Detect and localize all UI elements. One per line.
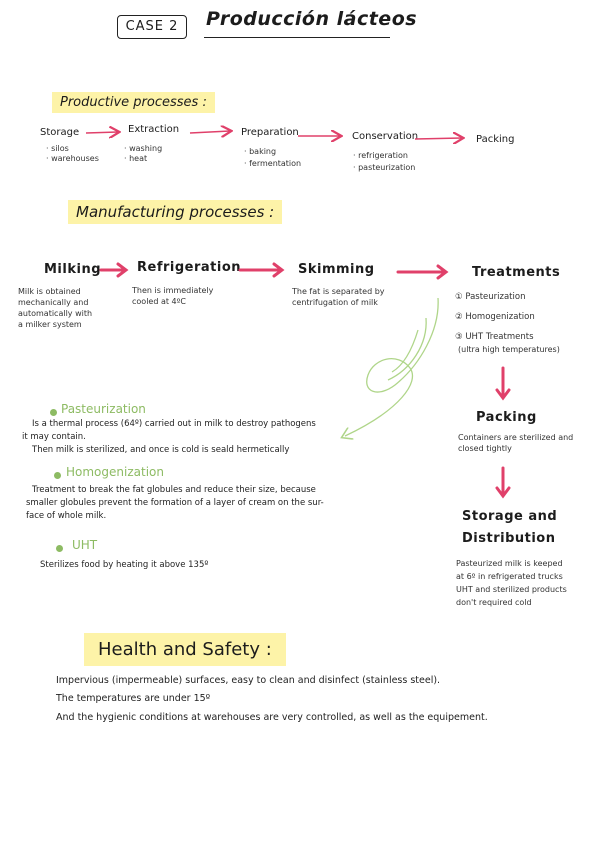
swirl-icon: [391, 329, 419, 373]
mfg-step-desc: Milk is obtained: [18, 287, 81, 296]
arrow-icon: [414, 138, 462, 139]
swirl-icon: [345, 297, 439, 436]
health-heading: Health and Safety :: [84, 633, 286, 666]
title-underline: [204, 37, 390, 38]
mfg-step-desc: closed tightly: [458, 444, 512, 453]
productive-step-conservation-item: · pasteurization: [353, 163, 416, 172]
health-line: And the hygienic conditions at warehouse…: [56, 712, 488, 723]
productive-step-packing: Packing: [476, 134, 515, 145]
health-line: The temperatures are under 15º: [56, 693, 211, 704]
manufacturing-arrows: [99, 262, 511, 499]
page-title: Producción lácteos: [206, 8, 418, 30]
productive-step-conservation: Conservation: [352, 131, 419, 142]
mfg-step-desc: Containers are sterilized and: [458, 433, 574, 442]
mfg-step-desc: cooled at 4ºC: [132, 297, 186, 306]
mfg-step-desc: a milker system: [18, 320, 82, 329]
productive-step-preparation: Preparation: [241, 127, 299, 138]
bullet-dot: [50, 409, 57, 416]
mfg-step-refrigeration: Refrigeration: [137, 260, 242, 275]
mfg-step-desc: automatically with: [18, 309, 93, 318]
arrow-icon: [189, 131, 230, 133]
mfg-step-desc: mechanically and: [18, 298, 89, 307]
pasteurization-heading: Pasteurization: [61, 402, 146, 416]
productive-step-conservation-item: · refrigeration: [353, 151, 408, 160]
mfg-step-desc: don't required cold: [456, 598, 532, 607]
productive-step-preparation-item: · baking: [244, 147, 277, 156]
treatment-item-note: (ultra high temperatures): [458, 345, 560, 354]
mfg-step-milking: Milking: [44, 262, 102, 277]
mfg-step-distribution: Distribution: [462, 531, 556, 546]
mfg-step-skimming: Skimming: [298, 262, 375, 277]
productive-step-storage-item: · warehouses: [46, 154, 99, 163]
productive-heading: Productive processes :: [52, 92, 215, 113]
mfg-step-storage: Storage and: [462, 509, 558, 524]
productive-step-extraction-item: · heat: [124, 154, 148, 163]
homogenization-heading: Homogenization: [66, 465, 164, 479]
manufacturing-heading: Manufacturing processes :: [68, 200, 283, 224]
case-label: CASE 2: [117, 15, 187, 39]
homogenization-line: Treatment to break the fat globules and …: [32, 485, 316, 495]
homogenization-line: smaller globules prevent the formation o…: [26, 498, 324, 508]
pasteurization-line: Is a thermal process (64º) carried out i…: [32, 419, 316, 429]
arrow-icon: [85, 132, 118, 133]
arrow-icon: [436, 264, 449, 280]
mfg-step-desc: at 6º in refrigerated trucks: [456, 572, 563, 581]
bullet-dot: [56, 545, 63, 552]
productive-arrows: [85, 131, 462, 139]
pasteurization-line: Then milk is sterilized, and once is col…: [32, 445, 290, 455]
uht-heading: UHT: [72, 538, 98, 552]
productive-step-storage-item: · silos: [46, 144, 69, 153]
uht-line: Sterilizes food by heating it above 135º: [40, 560, 209, 570]
pasteurization-line: it may contain.: [22, 432, 86, 442]
green-swirl-arrow: [345, 297, 439, 436]
productive-step-extraction-item: · washing: [124, 144, 163, 153]
arrow-icon: [116, 262, 129, 278]
mfg-step-packing: Packing: [476, 410, 537, 425]
mfg-step-treatments: Treatments: [472, 265, 561, 280]
mfg-step-desc: Then is immediately: [132, 286, 214, 295]
health-line: Impervious (impermeable) surfaces, easy …: [56, 675, 441, 686]
productive-step-extraction: Extraction: [128, 124, 180, 135]
arrow-icon: [495, 486, 511, 499]
arrow-icon: [495, 388, 511, 401]
treatment-item: ② Homogenization: [455, 312, 535, 322]
productive-step-preparation-item: · fermentation: [244, 159, 302, 168]
bullet-dot: [54, 472, 61, 479]
homogenization-line: face of whole milk.: [26, 511, 107, 521]
mfg-step-desc: The fat is separated by: [292, 287, 385, 296]
mfg-step-desc: centrifugation of milk: [292, 298, 378, 307]
treatment-item: ① Pasteurization: [455, 292, 526, 302]
productive-step-storage: Storage: [40, 127, 80, 138]
swirl-icon: [387, 317, 427, 381]
mfg-step-desc: UHT and sterilized products: [456, 585, 567, 594]
mfg-step-desc: Pasteurized milk is keeped: [456, 559, 563, 568]
arrow-icon: [272, 262, 285, 278]
treatment-item: ③ UHT Treatments: [455, 332, 534, 342]
